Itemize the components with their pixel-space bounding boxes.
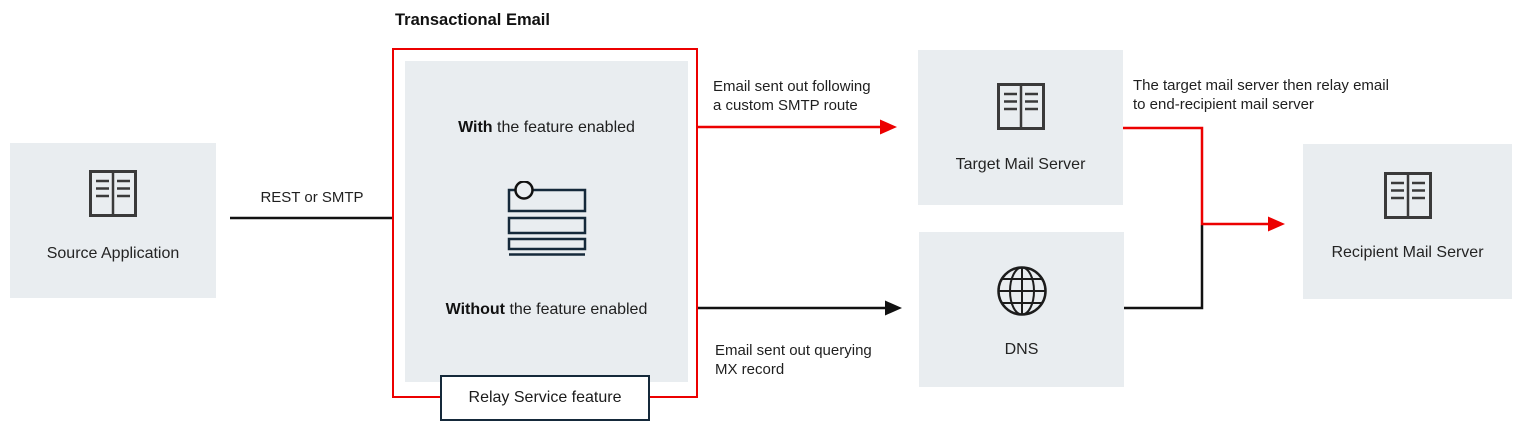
globe-icon: [996, 265, 1048, 322]
node-label: DNS: [1004, 341, 1039, 358]
edge-label-custom-route: Email sent out following a custom SMTP r…: [713, 78, 871, 114]
node-recipient-mail-server: Recipient Mail Server: [1303, 144, 1512, 299]
with-feature-text: With the feature enabled: [458, 119, 635, 136]
relay-arrowhead-icon: [1268, 216, 1285, 232]
without-feature-text: Without the feature enabled: [445, 301, 648, 318]
node-label: Target Mail Server: [955, 156, 1086, 173]
custom-route-arrowhead-icon: [880, 119, 897, 135]
with-feature-bold: With: [458, 119, 493, 136]
relay-settings-icon: [507, 180, 587, 262]
mx-query-arrowhead-icon: [885, 300, 902, 316]
node-label: Recipient Mail Server: [1331, 244, 1484, 261]
server-icon: [89, 170, 137, 222]
node-label: Source Application: [46, 245, 180, 262]
section-title: Transactional Email: [395, 11, 550, 29]
relay-junction-line: [1123, 126, 1270, 226]
edge-label-relay: The target mail server then relay email …: [1133, 77, 1389, 113]
server-icon: [996, 83, 1045, 135]
edge-label-mx-query: Email sent out querying MX record: [715, 342, 872, 378]
node-dns: DNS: [919, 232, 1124, 387]
without-feature-bold: Without: [445, 301, 506, 318]
node-target-mail-server: Target Mail Server: [918, 50, 1123, 205]
edge-label-rest-smtp: REST or SMTP: [260, 189, 364, 206]
server-icon: [1383, 172, 1432, 224]
node-source-application: Source Application: [10, 143, 216, 298]
dns-junction-line: [1124, 225, 1204, 310]
relay-service-badge: Relay Service feature: [440, 375, 650, 421]
feature-inner-box: With the feature enabled Without the fea…: [405, 61, 688, 382]
